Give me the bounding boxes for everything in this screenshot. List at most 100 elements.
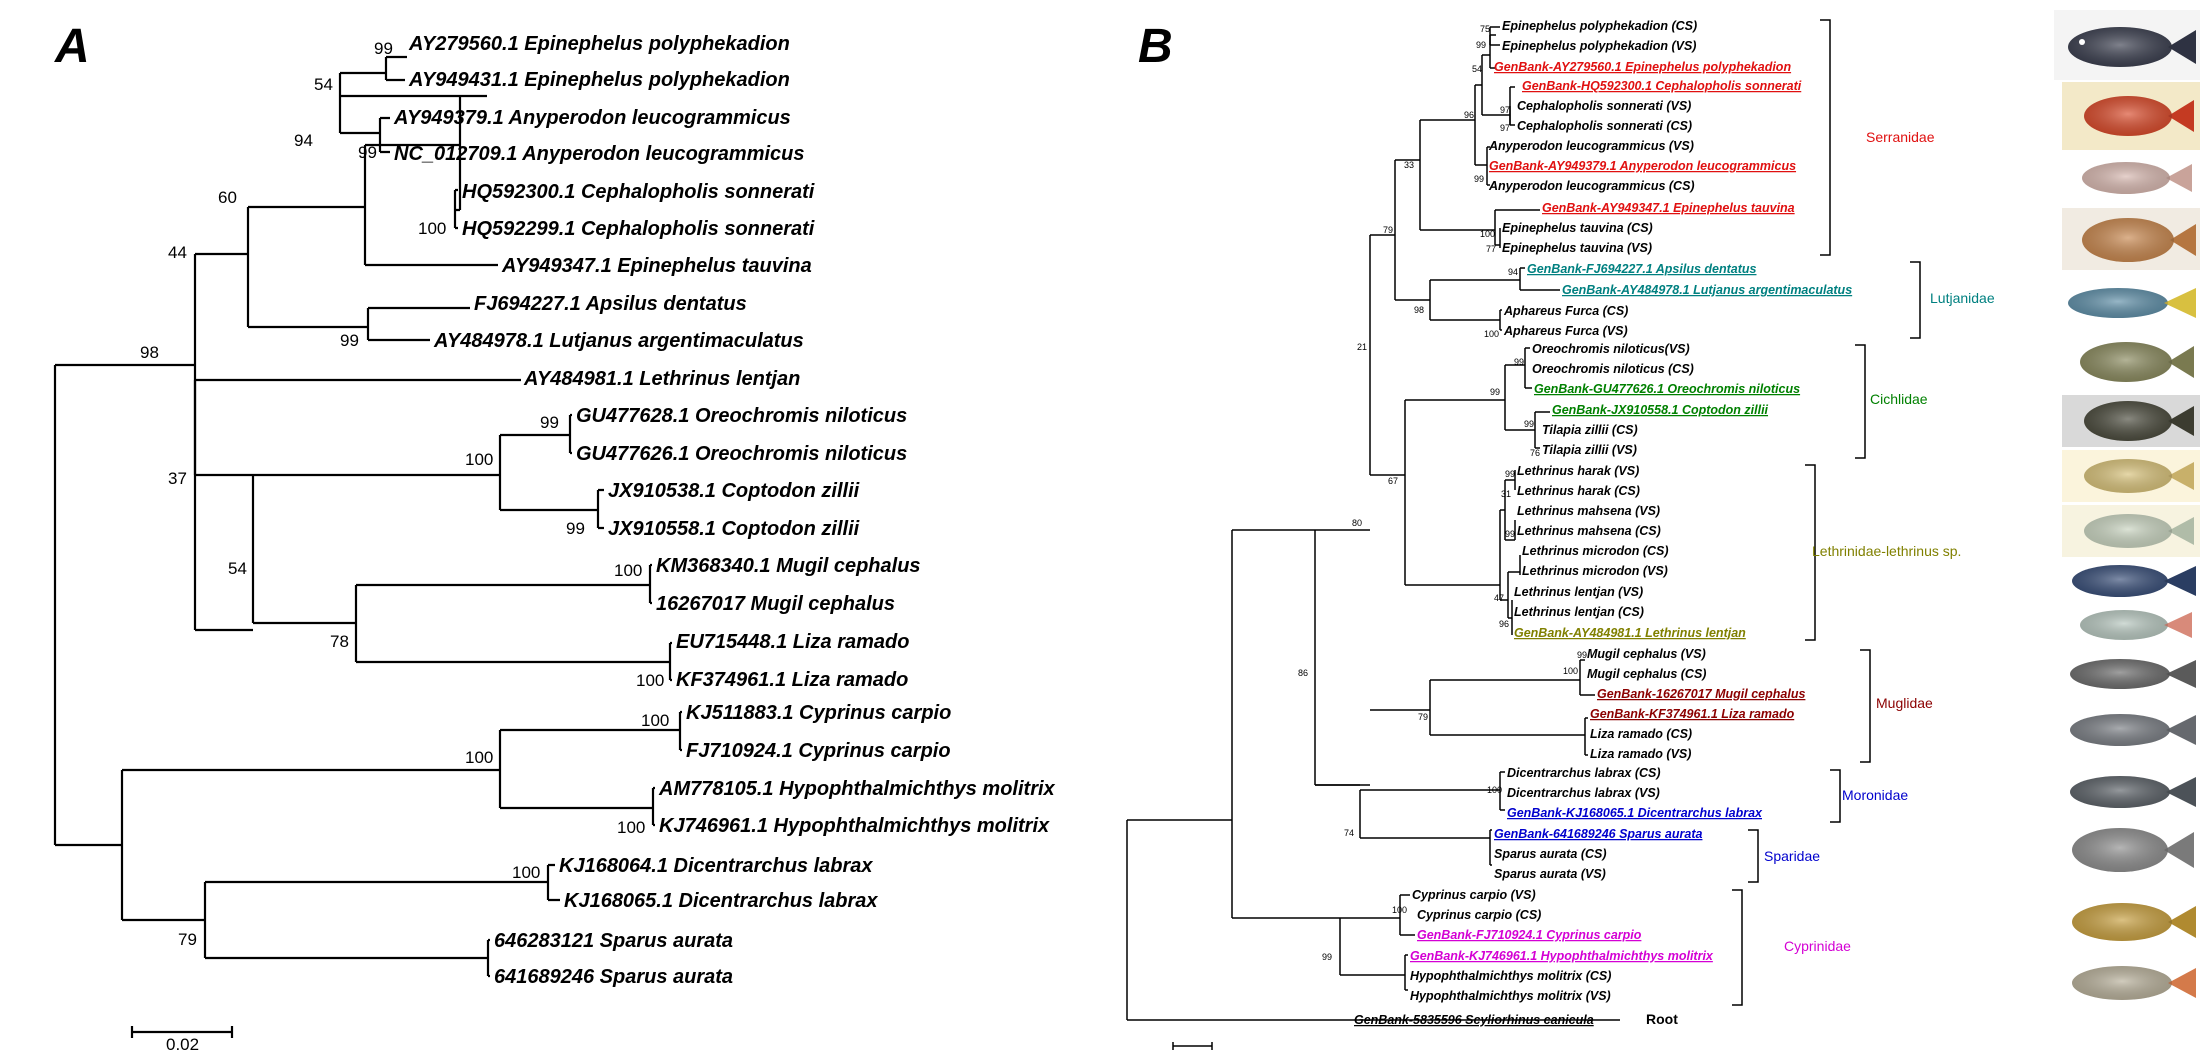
bootstrap-value: 99 <box>358 143 377 162</box>
tree-b-leaf: Lethrinus lentjan (VS) <box>1514 585 1643 599</box>
tree-a-branch <box>354 583 670 664</box>
tree-a-branch <box>120 768 500 922</box>
family-label-sparidae: Sparidae <box>1764 848 1820 864</box>
bootstrap-value: 99 <box>340 331 359 350</box>
bootstrap-value: 96 <box>1499 619 1509 629</box>
tree-a-branch <box>251 473 500 625</box>
tree-b-leaf-genbank: GenBank-KJ746961.1 Hypophthalmichthys mo… <box>1410 949 1714 963</box>
tree-a-branch <box>246 205 368 329</box>
tree-b-branch <box>1579 659 1595 696</box>
tree-b-leaf: Liza ramado (CS) <box>1590 727 1692 741</box>
fish-photo-oreochromis <box>2080 342 2194 382</box>
tree-a-leaf: FJ694227.1 Apsilus dentatus <box>474 293 747 315</box>
tree-a-leaf: EU715448.1 Liza ramado <box>676 631 909 653</box>
bracket-sparidae <box>1748 829 1759 883</box>
bootstrap-value: 75 <box>1480 24 1490 34</box>
bootstrap-value: 100 <box>617 818 645 837</box>
tree-a-branch <box>453 188 458 230</box>
family-label-serranidae: Serranidae <box>1866 129 1935 145</box>
tree-b-branch <box>1126 819 1620 1021</box>
bootstrap-value: 100 <box>1392 905 1407 915</box>
bootstrap-value: 79 <box>1418 712 1428 722</box>
bootstrap-value: 97 <box>1500 105 1510 115</box>
tree-b-branches <box>1126 26 1620 1021</box>
tree-b-branch <box>1499 309 1502 331</box>
tree-a-leaf: AY484978.1 Lutjanus argentimaculatus <box>433 330 804 352</box>
tree-a-branch <box>648 563 652 605</box>
panel-b-label: B <box>1138 20 1173 73</box>
tree-b-leaf: Lethrinus microdon (VS) <box>1522 564 1668 578</box>
tree-b-leaf-genbank: GenBank-AY279560.1 Epinephelus polypheka… <box>1494 60 1791 74</box>
tree-b-family-brackets: Serranidae Lutjanidae Cichlidae Lethrini… <box>1732 19 1995 1006</box>
tree-b-leaf: Mugil cephalus (VS) <box>1587 647 1706 661</box>
fish-photo-lethrinus-mahsena <box>2062 505 2200 557</box>
tree-b-leaf: Aphareus Furca (VS) <box>1503 324 1628 338</box>
tree-a-branch <box>366 306 470 342</box>
bootstrap-value: 100 <box>1480 229 1495 239</box>
tree-b-leaf-genbank: GenBank-HQ592300.1 Cephalopholis sonnera… <box>1522 79 1802 93</box>
tree-a-leaf: JX910558.1 Coptodon zillii <box>608 518 860 540</box>
tree-b-leaf: Tilapia zillii (CS) <box>1542 423 1638 437</box>
tree-b-branch <box>1486 146 1490 186</box>
tree-b-leaf-genbank: GenBank-AY949347.1 Epinephelus tauvina <box>1542 201 1795 215</box>
bootstrap-value: 99 <box>1490 387 1500 397</box>
tree-b-branch <box>1481 54 1510 116</box>
bootstrap-value: 67 <box>1388 476 1398 486</box>
fish-photo-anyperodon-leucogrammicus <box>2062 152 2200 204</box>
bootstrap-value: 98 <box>1414 305 1424 315</box>
tree-b-leaf: Oreochromis niloticus (CS) <box>1532 362 1694 376</box>
fish-photo-epinephelus-polyphekadion <box>2054 10 2200 80</box>
bracket-muglidae <box>1860 649 1871 763</box>
bracket-lethrinidae <box>1805 464 1816 641</box>
tree-b-leaf: Aphareus Furca (CS) <box>1503 304 1628 318</box>
bootstrap-value: 100 <box>512 863 540 882</box>
tree-a-leaf: HQ592299.1 Cephalopholis sonnerati <box>462 218 815 240</box>
tree-b-leaf: Anyperodon leucogrammicus (VS) <box>1488 139 1694 153</box>
bracket-serranidae <box>1820 19 1831 256</box>
bootstrap-value: 98 <box>140 343 159 362</box>
tree-a-leaf: AY949347.1 Epinephelus tauvina <box>501 255 812 277</box>
family-label-cyprinidae: Cyprinidae <box>1784 938 1851 954</box>
tree-b-leaf: Tilapia zillii (VS) <box>1542 443 1637 457</box>
fish-photo-liza-ramado <box>2070 714 2196 746</box>
tree-b-branch <box>1370 679 1585 736</box>
tree-b: Epinephelus polyphekadion (CS) Epinephel… <box>1126 19 1995 1050</box>
bootstrap-value: 99 <box>1577 650 1587 660</box>
tree-a-leaf: NC_012709.1 Anyperodon leucogrammicus <box>394 143 805 165</box>
fish-photo-dicentrarchus-labrax <box>2070 776 2196 808</box>
tree-a-branch <box>498 433 598 512</box>
tree-b-leaf-genbank: GenBank-5835596 Scyliorhinus canicula <box>1354 1013 1594 1027</box>
bootstrap-value: 33 <box>1404 160 1414 170</box>
family-label-lethrinidae: Lethrinidae-lethrinus sp. <box>1812 543 1961 559</box>
tree-b-leaf-genbank: GenBank-16267017 Mugil cephalus <box>1597 687 1805 701</box>
fish-photo-epinephelus-tauvina <box>2062 208 2200 270</box>
tree-a-branch <box>498 728 680 810</box>
bootstrap-value: 99 <box>1476 40 1486 50</box>
tree-b-leaf: Sparus aurata (CS) <box>1494 847 1607 861</box>
family-label-muglidae: Muglidae <box>1876 695 1933 711</box>
bootstrap-value: 80 <box>1352 518 1362 528</box>
bootstrap-value: 78 <box>330 632 349 651</box>
bootstrap-value: 97 <box>1500 123 1510 133</box>
tree-b-branch <box>1499 771 1505 811</box>
tree-a-branch <box>193 252 253 477</box>
tree-a-leaf: AY484981.1 Lethrinus lentjan <box>523 368 800 390</box>
fish-photo-sparus-aurata <box>2072 828 2194 872</box>
fish-photo-column <box>2054 10 2200 1000</box>
bootstrap-value: 37 <box>168 469 187 488</box>
fish-photo-lethrinus-lentjan <box>2080 610 2192 640</box>
tree-b-leaf-genbank: GenBank-641689246 Sparus aurata <box>1494 827 1702 841</box>
tree-b-leaf: Liza ramado (VS) <box>1590 747 1691 761</box>
bootstrap-value: 100 <box>641 711 669 730</box>
tree-a-branch <box>384 55 407 82</box>
tree-b-leaf: Lethrinus microdon (CS) <box>1522 544 1669 558</box>
tree-a-leaf-labels: AY279560.1 Epinephelus polyphekadion AY9… <box>393 33 1056 988</box>
family-label-moronidae: Moronidae <box>1842 787 1908 803</box>
tree-b-root-label: Root <box>1646 1011 1678 1027</box>
family-label-lutjanidae: Lutjanidae <box>1930 290 1995 306</box>
fish-photo-hypophthalmichthys-molitrix <box>2072 966 2196 1000</box>
bracket-lutjanidae <box>1910 261 1921 339</box>
tree-b-branch <box>1335 917 1405 976</box>
tree-a-leaf: JX910538.1 Coptodon zillii <box>608 480 860 502</box>
